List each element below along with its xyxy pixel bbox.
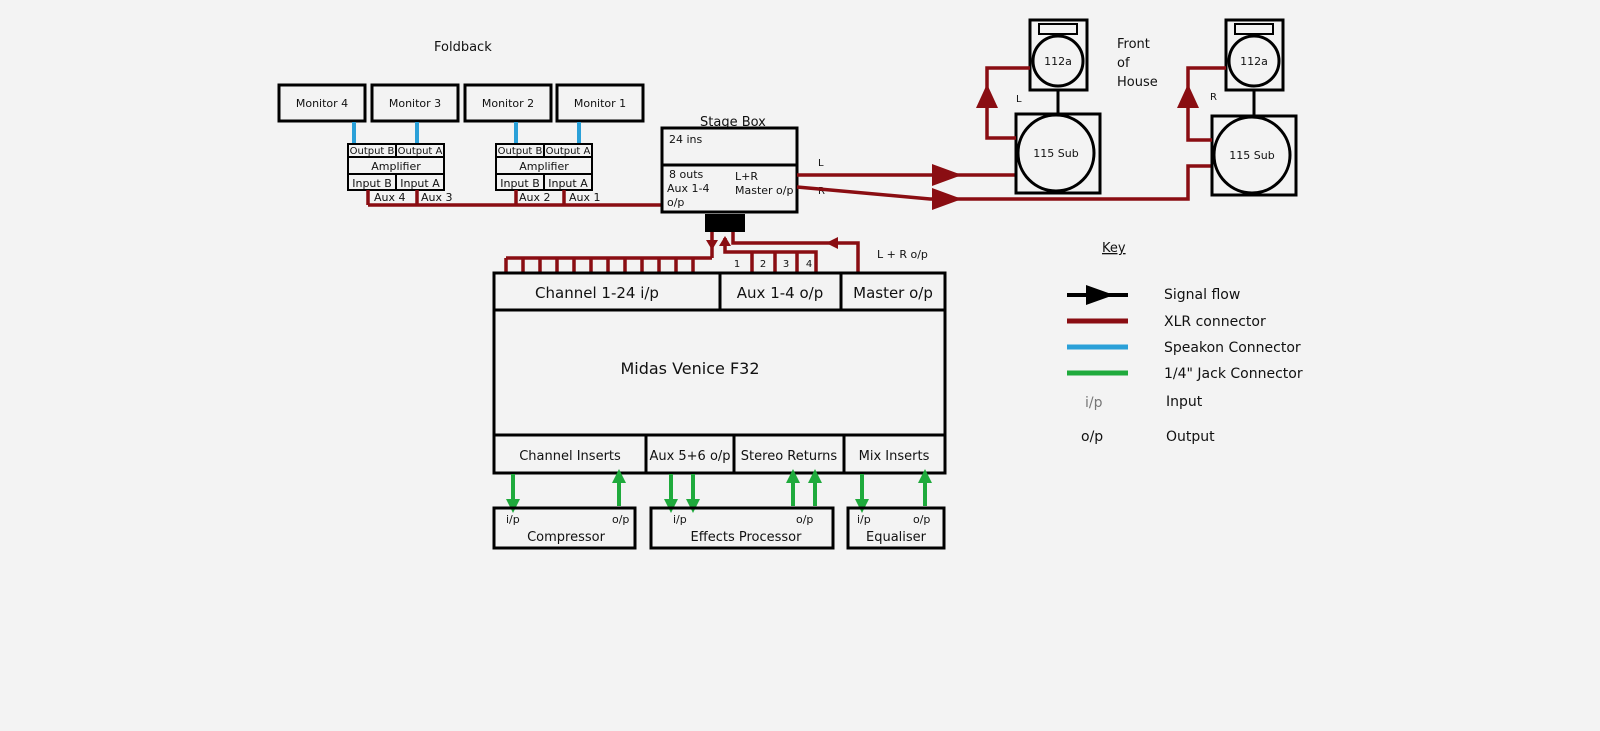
equaliser: i/p o/p Equaliser [846,506,946,550]
monitor-3: Monitor 3 [370,83,460,123]
key-input-symbol: i/p [1085,395,1103,411]
amp-a-label: Amplifier [371,160,421,173]
aux-1-label: Aux 1 [569,191,601,204]
amplifier-aux-3-4: Output B Output A Amplifier Input B Inpu… [347,143,445,191]
key-input-label: Input [1166,394,1203,410]
compressor-label: Compressor [527,530,606,545]
monitor-4: Monitor 4 [277,83,367,123]
mixer-channel-inserts: Channel Inserts [519,449,621,464]
mixer-aux-5-6: Aux 5+6 o/p [649,449,730,464]
foh-title-1: Front [1117,37,1150,52]
amp-a-input-a: Input A [400,177,440,190]
compressor-ip: i/p [506,513,520,526]
stage-box-outs-2: Aux 1-4 [667,182,709,195]
amp-a-output-b: Output B [350,146,395,157]
foh-left-stack: 112a 115 Sub L [1014,18,1102,195]
effects-processor: i/p o/p Effects Processor [649,506,835,550]
monitor-3-label: Monitor 3 [389,97,441,110]
compressor-op: o/p [612,513,629,526]
key-xlr-label: XLR connector [1164,314,1266,330]
aux-4-label: Aux 4 [374,191,406,204]
mixer-channel-inputs: Channel 1-24 i/p [535,284,659,302]
foh-right-channel: R [1210,92,1217,103]
lr-out-label: L + R o/p [877,248,928,261]
mixer-name: Midas Venice F32 [620,359,759,378]
stage-box-lr-2: Master o/p [735,184,793,197]
key-output-label: Output [1166,429,1215,445]
amp-b-label: Amplifier [519,160,569,173]
amplifier-aux-1-2: Output B Output A Amplifier Input B Inpu… [495,143,593,191]
aux-out-1: 1 [734,259,740,270]
key-jack-label: 1/4" Jack Connector [1164,366,1303,382]
mixer-aux-outputs: Aux 1-4 o/p [737,284,823,302]
monitor-2-label: Monitor 2 [482,97,534,110]
stage-box-outs-1: 8 outs [669,168,704,181]
monitor-4-label: Monitor 4 [296,97,348,110]
master-output-line: L + R o/p [731,232,928,273]
effects-ip: i/p [673,513,687,526]
stage-box: 24 ins 8 outs Aux 1-4 o/p L+R Master o/p [660,126,799,214]
key-signal-flow-arrow [1086,285,1114,305]
foh-left-feed [797,164,1016,186]
foh-title-3: House [1117,75,1158,90]
stage-box-ins: 24 ins [669,133,703,146]
foh-right-link [1177,66,1226,142]
jack-connections [506,469,932,513]
aux-out-2: 2 [760,259,766,270]
amp-a-input-b: Input B [352,177,392,190]
multicore-connector [705,214,745,232]
foh-right-stack: 112a 115 Sub R [1210,18,1298,197]
stage-box-r-label: R [818,186,825,197]
amp-b-output-b: Output B [498,146,543,157]
mixer-master-output: Master o/p [853,284,933,302]
compressor: i/p o/p Compressor [492,506,637,550]
channel-input-comb [504,232,718,273]
aux-out-4: 4 [806,259,812,270]
effects-op: o/p [796,513,813,526]
aux-out-3: 3 [783,259,789,270]
aux-xlr-bus [366,190,662,207]
key-title: Key [1102,241,1126,256]
stage-box-lr-1: L+R [735,170,758,183]
amp-a-output-a: Output A [398,146,443,157]
monitor-2: Monitor 2 [463,83,553,123]
foh-right-sub-label: 115 Sub [1229,149,1274,162]
aux-2-label: Aux 2 [519,191,551,204]
mixer-console: Channel 1-24 i/p Aux 1-4 o/p Master o/p … [492,271,947,475]
amp-b-input-b: Input B [500,177,540,190]
amp-b-input-a: Input A [548,177,588,190]
amp-b-output-a: Output A [546,146,591,157]
key-output-symbol: o/p [1081,429,1103,445]
monitor-1-label: Monitor 1 [574,97,626,110]
monitor-1: Monitor 1 [555,83,645,123]
mixer-mix-inserts: Mix Inserts [859,449,930,464]
aux-output-comb: 1 2 3 4 [719,236,818,273]
mixer-stereo-returns: Stereo Returns [741,449,838,464]
stage-box-outs-3: o/p [667,196,684,209]
stage-box-title: Stage Box [700,115,766,130]
key-speakon-label: Speakon Connector [1164,340,1301,356]
foh-left-channel: L [1016,94,1022,105]
foh-left-sub-label: 115 Sub [1033,147,1078,160]
effects-label: Effects Processor [691,530,803,545]
foh-left-top-label: 112a [1044,55,1072,68]
stage-box-l-label: L [818,158,824,169]
equaliser-label: Equaliser [866,530,927,545]
foh-left-link [976,66,1030,140]
equaliser-op: o/p [913,513,930,526]
aux-3-label: Aux 3 [421,191,453,204]
foh-right-top-label: 112a [1240,55,1268,68]
foh-right-feed [796,164,1212,210]
equaliser-ip: i/p [857,513,871,526]
key-signal-flow-label: Signal flow [1164,287,1240,303]
legend: Key Signal flow XLR connector Speakon Co… [1067,241,1303,445]
foldback-title: Foldback [434,40,492,55]
foh-title-2: of [1117,56,1130,71]
